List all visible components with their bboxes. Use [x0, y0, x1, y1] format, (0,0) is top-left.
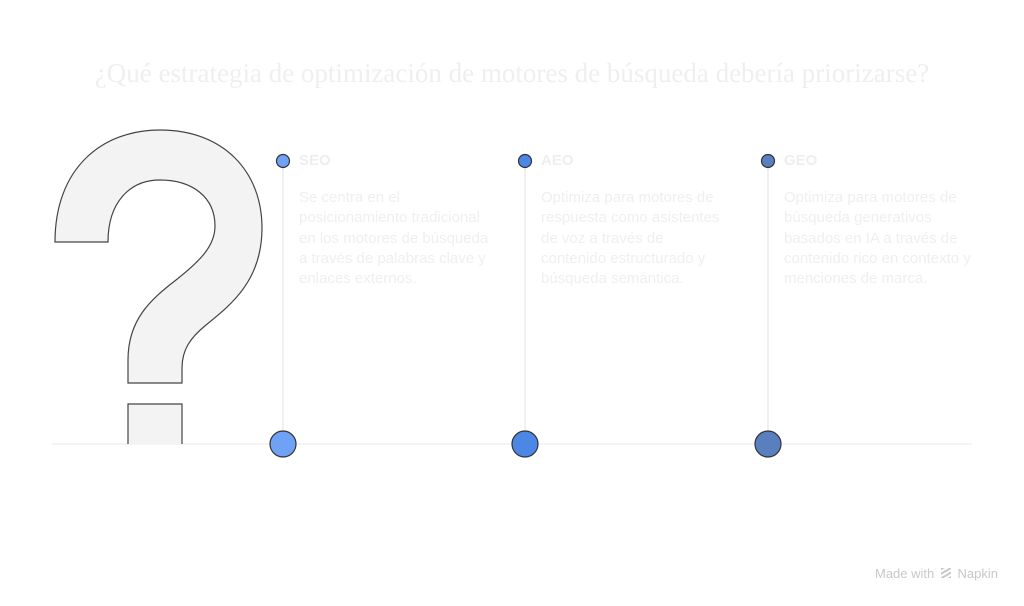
option-geo: GEO Optimiza para motores de búsqueda ge… — [784, 150, 974, 289]
option-label: AEO — [541, 152, 574, 169]
bottom-marker-dot — [511, 430, 539, 458]
option-description: Se centra en el posicionamiento tradicio… — [299, 189, 489, 288]
bottom-marker-dot — [269, 430, 297, 458]
bottom-marker-dot — [754, 430, 782, 458]
top-marker-dot — [275, 153, 291, 169]
top-marker-dot — [760, 153, 776, 169]
option-seo: SEO Se centra en el posicionamiento trad… — [299, 150, 489, 289]
option-label: SEO — [299, 152, 331, 169]
question-mark-icon — [54, 129, 263, 384]
diagram-title: ¿Qué estrategia de optimización de motor… — [94, 58, 930, 88]
made-with-text: Made with — [875, 566, 935, 581]
option-aeo: AEO Optimiza para motores de respuesta c… — [541, 150, 731, 289]
question-mark-dot — [127, 403, 183, 444]
brand-text: Napkin — [957, 566, 998, 581]
napkin-logo-icon — [940, 568, 951, 578]
option-label: GEO — [784, 152, 818, 169]
option-description: Optimiza para motores de respuesta como … — [541, 189, 720, 288]
top-marker-dot — [517, 153, 533, 169]
napkin-watermark: Made with Napkin — [875, 566, 998, 581]
option-description: Optimiza para motores de búsqueda genera… — [784, 189, 971, 288]
